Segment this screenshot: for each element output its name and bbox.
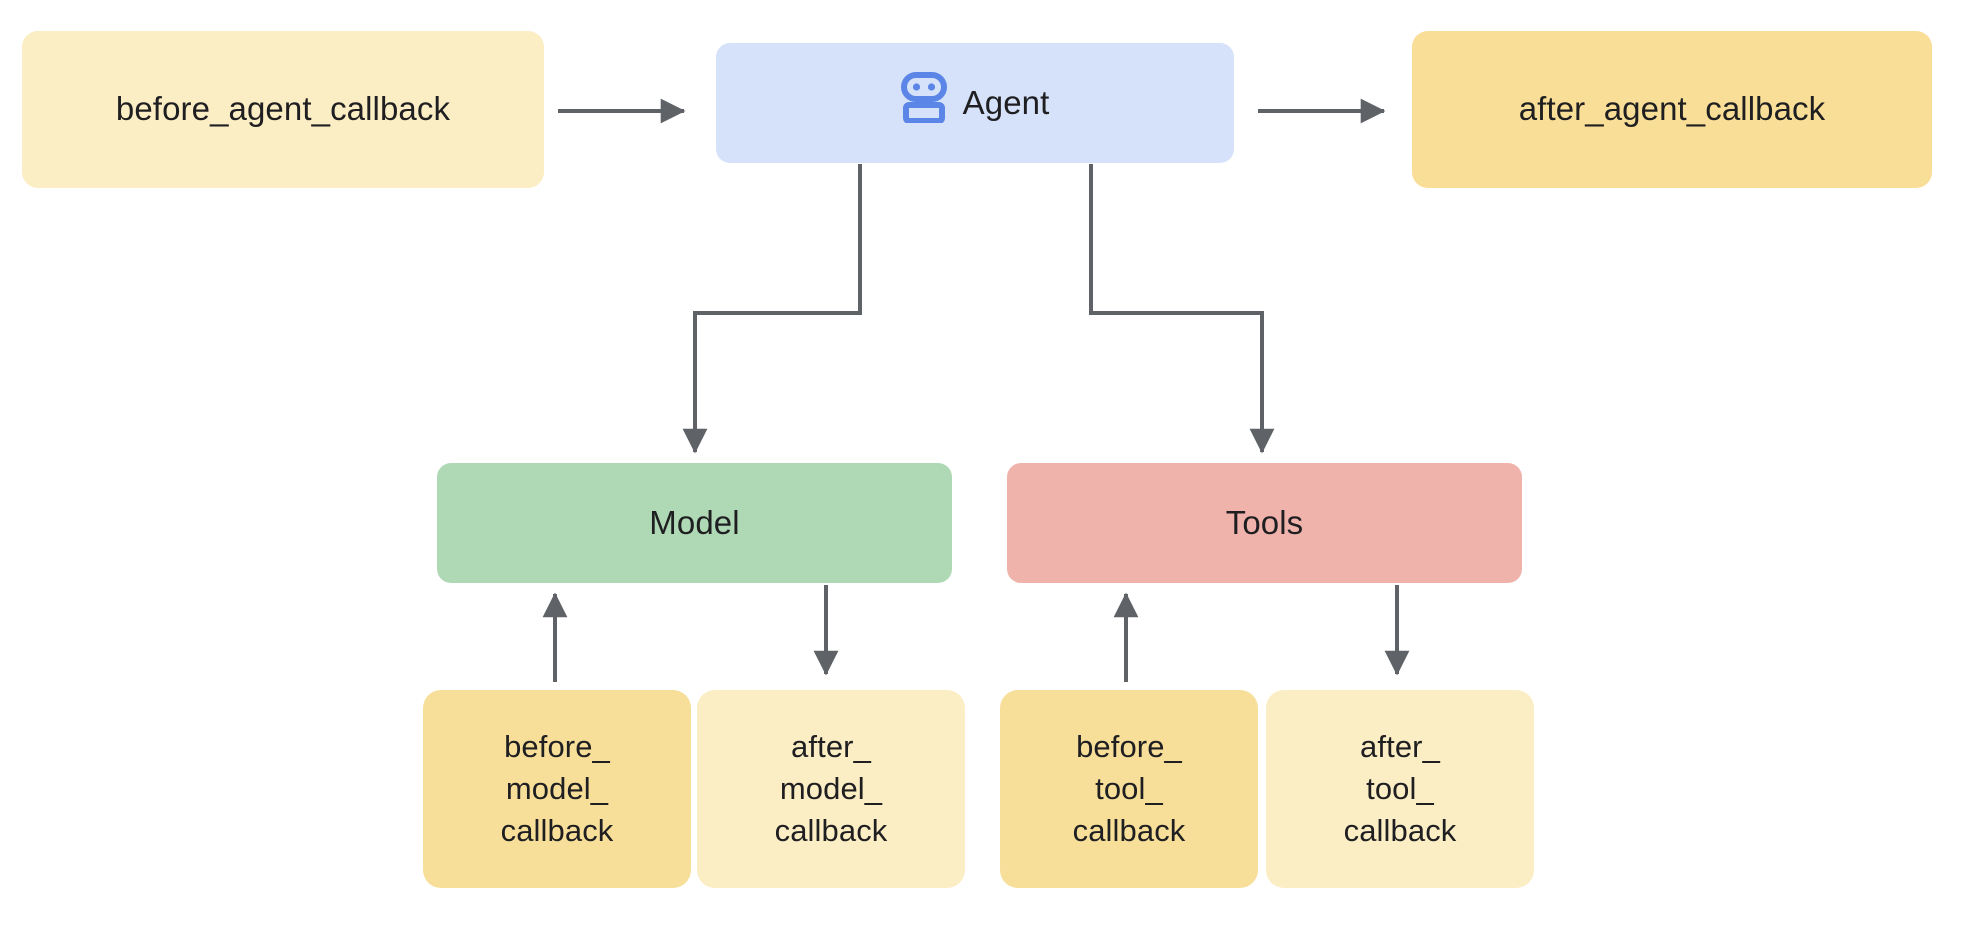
node-label: after_ model_ callback xyxy=(774,729,888,848)
node-before-model-callback[interactable]: before_ model_ callback xyxy=(423,690,691,888)
node-label: before_ model_ callback xyxy=(500,729,614,848)
edge-agent-to-model xyxy=(682,164,862,454)
node-label: Agent xyxy=(962,83,1050,121)
node-before-agent-callback[interactable]: before_agent_callback xyxy=(22,31,544,188)
node-after-agent-callback[interactable]: after_agent_callback xyxy=(1412,31,1932,188)
node-tools[interactable]: Tools xyxy=(1007,463,1522,583)
node-label: before_agent_callback xyxy=(115,90,451,128)
node-label: Model xyxy=(649,503,740,541)
node-label: before_ tool_ callback xyxy=(1072,729,1186,848)
edge-agent-to-tools xyxy=(1089,164,1275,454)
node-after-model-callback[interactable]: after_ model_ callback xyxy=(697,690,965,888)
node-agent[interactable]: Agent xyxy=(716,43,1234,163)
robot-icon xyxy=(900,71,947,135)
node-label: after_agent_callback xyxy=(1518,90,1826,128)
node-before-tool-callback[interactable]: before_ tool_ callback xyxy=(1000,690,1258,888)
node-label: Tools xyxy=(1225,503,1304,541)
node-model[interactable]: Model xyxy=(437,463,952,583)
node-label: after_ tool_ callback xyxy=(1343,729,1457,848)
node-after-tool-callback[interactable]: after_ tool_ callback xyxy=(1266,690,1534,888)
